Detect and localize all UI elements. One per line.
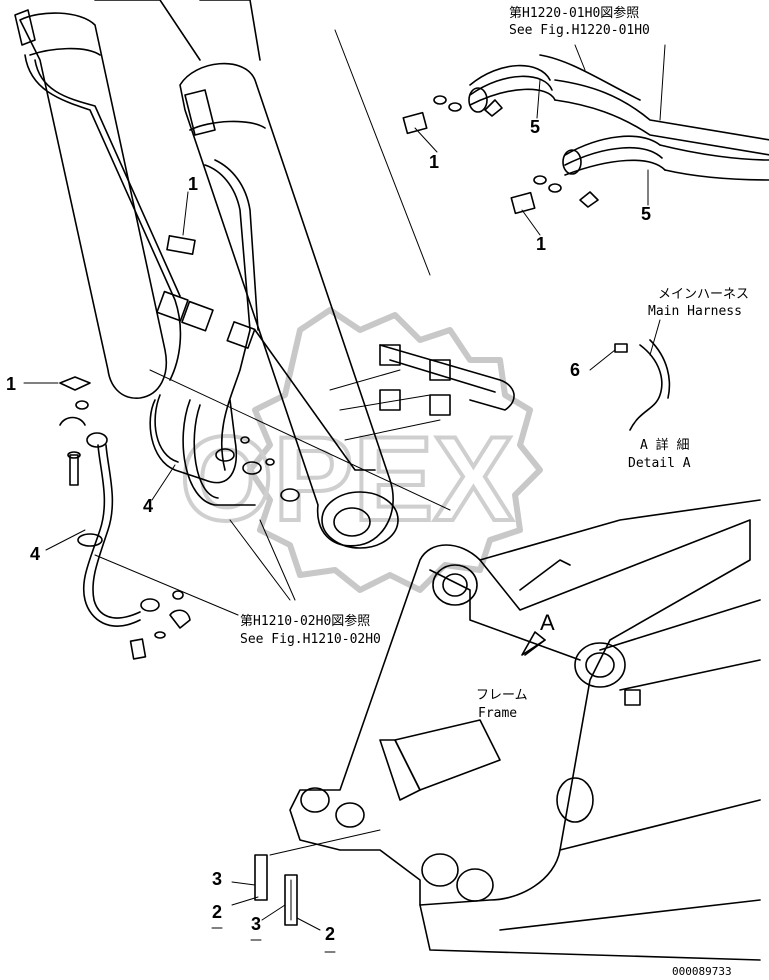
- callout-3: 3: [251, 914, 261, 934]
- callout-1: 1: [536, 234, 546, 254]
- drawing-number: 000089733: [672, 965, 732, 978]
- callout-4: 4: [143, 496, 153, 516]
- detail-a-en: Detail A: [628, 456, 691, 471]
- fig-ref-h1210-jp: 第H1210-02H0図参照: [240, 613, 370, 629]
- frame-label-en: Frame: [478, 706, 517, 721]
- fig-ref-h1210-en: See Fig.H1210-02H0: [240, 632, 381, 647]
- callout-1: 1: [188, 174, 198, 194]
- hose-bundle-upper: [402, 54, 769, 215]
- hose-assembly-left: [59, 376, 191, 660]
- pin-plates: [231, 829, 381, 931]
- callout-3: 3: [212, 869, 222, 889]
- arm-cylinder: [179, 62, 399, 549]
- boom-frame: [289, 499, 761, 961]
- tube-clamps: [156, 235, 451, 416]
- leader-lines: [94, 369, 441, 616]
- harness-detail-a: [614, 319, 671, 431]
- view-arrow-a: [521, 631, 546, 656]
- callout-4: 4: [30, 544, 40, 564]
- watermark-text: OPEX: [180, 412, 513, 546]
- callout-5: 5: [641, 204, 651, 224]
- main-harness-en: Main Harness: [648, 304, 742, 319]
- reference-notes: 第H1220-01H0図参照 See Fig.H1220-01H0 第H1210…: [240, 5, 749, 978]
- guide-line: [149, 369, 451, 511]
- flange-fittings: [215, 436, 300, 502]
- view-a-label: A: [540, 610, 555, 635]
- cylinder-upper: [94, 0, 261, 61]
- hydraulic-tubes: [24, 54, 515, 506]
- callout-6: 6: [570, 360, 580, 380]
- callout-2: 2: [212, 902, 222, 922]
- callout-leaders: [23, 44, 666, 551]
- callout-numbers: 1 1 1 1 2 2 3 3 4 4 5 5 6: [6, 117, 651, 944]
- boom-cylinder-left: [14, 9, 167, 399]
- callout-1: 1: [6, 374, 16, 394]
- main-harness-jp: メインハーネス: [658, 287, 749, 302]
- frame-label-jp: フレーム: [476, 688, 528, 703]
- callout-5: 5: [530, 117, 540, 137]
- callout-2: 2: [325, 924, 335, 944]
- guide-line: [334, 29, 431, 276]
- callout-1: 1: [429, 152, 439, 172]
- detail-a-jp: A 詳 細: [640, 437, 689, 453]
- fig-ref-h1220-en: See Fig.H1220-01H0: [509, 23, 650, 38]
- fig-ref-h1220-jp: 第H1220-01H0図参照: [509, 5, 639, 21]
